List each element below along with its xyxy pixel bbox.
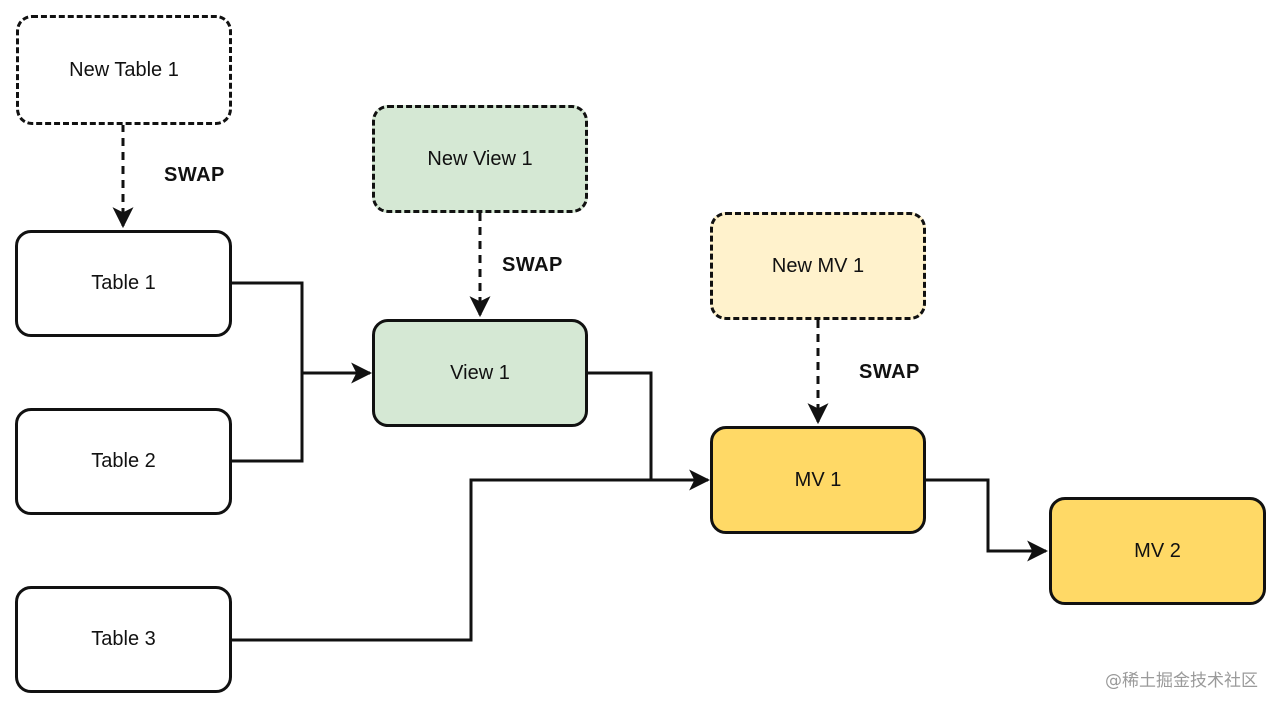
node-new-view-1: New View 1 bbox=[372, 105, 588, 213]
node-label: New MV 1 bbox=[771, 254, 865, 277]
node-table-3: Table 3 bbox=[15, 586, 232, 693]
node-label: Table 2 bbox=[91, 450, 156, 472]
node-label: Table 3 bbox=[91, 628, 156, 650]
node-new-table-1: New Table 1 bbox=[16, 15, 232, 125]
swap-label-view: SWAP bbox=[502, 254, 563, 276]
node-label: Table 1 bbox=[91, 272, 156, 294]
node-mv-1: MV 1 bbox=[710, 426, 926, 534]
edge-table3-to-mv1 bbox=[231, 469, 711, 642]
node-label: New Table 1 bbox=[69, 58, 179, 81]
node-mv-2: MV 2 bbox=[1049, 497, 1266, 605]
edge-view1-to-mv1 bbox=[587, 371, 653, 480]
node-label: View 1 bbox=[450, 361, 510, 384]
edge-table1-to-view1 bbox=[231, 281, 304, 373]
node-table-1: Table 1 bbox=[15, 230, 232, 337]
node-label: MV 2 bbox=[1134, 539, 1181, 562]
node-label: New View 1 bbox=[427, 147, 533, 170]
node-label: MV 1 bbox=[794, 468, 842, 491]
node-new-mv-1: New MV 1 bbox=[710, 212, 926, 320]
edge-mv1-to-mv2 bbox=[926, 478, 1049, 562]
swap-label-mv: SWAP bbox=[859, 361, 920, 383]
watermark: @稀土掘金技术社区 bbox=[1105, 671, 1258, 691]
swap-label-table: SWAP bbox=[164, 164, 225, 186]
node-table-2: Table 2 bbox=[15, 408, 232, 515]
edge-table2-to-view1 bbox=[231, 362, 373, 463]
node-view-1: View 1 bbox=[372, 319, 588, 427]
